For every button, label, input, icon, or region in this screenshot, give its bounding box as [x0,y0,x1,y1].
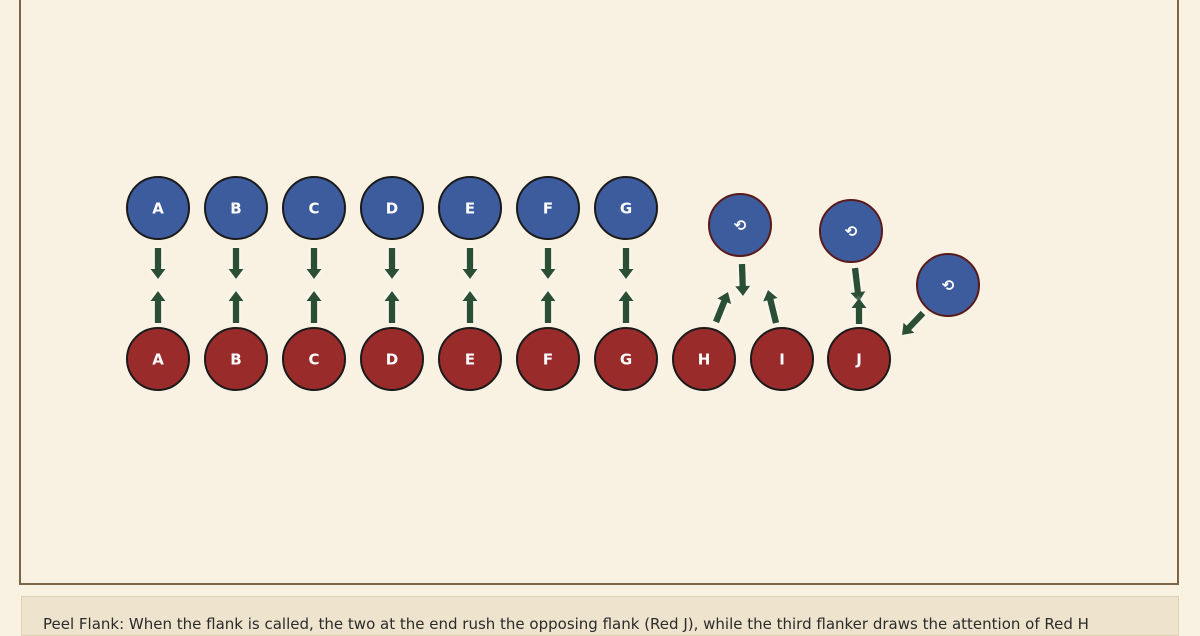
blue-player-d: D [360,176,424,240]
red-player-h-circle [672,327,736,391]
blue-player-b-label: B [230,200,241,218]
blue-push-arrow-c [306,248,322,279]
blue-player-f-circle [516,176,580,240]
red-player-a: A [126,327,190,391]
red-push-arrow-d [384,291,400,323]
flanker-2-arrow [850,267,866,302]
blue-player-a: A [126,176,190,240]
blue-player-e-label: E [465,200,475,218]
red-player-g-label: G [620,351,632,369]
red-push-arrow-e [462,291,478,323]
red-player-f: F [516,327,580,391]
blue-player-e: E [438,176,502,240]
red-player-i-label: I [779,351,785,369]
red-player-e-circle [438,327,502,391]
blue-player-b-circle [204,176,268,240]
blue-player-f-label: F [543,200,553,218]
red-player-f-circle [516,327,580,391]
red-player-f-label: F [543,351,553,369]
flanker-1-label: ⟲ [734,217,747,235]
peel-flank-diagram: A B C D E F G A B C D E F G H I J ⟲ ⟲ ⟲ [126,176,980,391]
red-push-arrow-b [228,291,244,323]
red-i-arrow [763,290,780,324]
red-player-d-circle [360,327,424,391]
blue-player-c-label: C [308,200,319,218]
blue-player-b: B [204,176,268,240]
red-player-g: G [594,327,658,391]
red-player-j-circle [827,327,891,391]
red-push-arrow-c [306,291,322,323]
blue-player-f: F [516,176,580,240]
flanker-3-label: ⟲ [942,277,955,295]
flanker-1-arrow [735,263,751,296]
blue-player-c: C [282,176,346,240]
red-player-g-circle [594,327,658,391]
red-player-b-label: B [230,351,241,369]
flanker-1-circle [708,193,772,257]
blue-player-a-circle [126,176,190,240]
red-player-a-circle [126,327,190,391]
blue-player-d-circle [360,176,424,240]
diagram-caption: Peel Flank: When the flank is called, th… [21,596,1179,636]
blue-player-e-circle [438,176,502,240]
blue-player-g-circle [594,176,658,240]
red-player-e-label: E [465,351,475,369]
red-player-c-label: C [308,351,319,369]
blue-push-arrow-e [462,248,478,279]
diagram-board: A B C D E F G A B C D E F G H I J ⟲ ⟲ ⟲ [19,0,1179,585]
red-player-j-label: J [855,351,862,369]
blue-push-arrow-b [228,248,244,279]
red-player-h: H [672,327,736,391]
red-player-i: I [750,327,814,391]
blue-player-g: G [594,176,658,240]
red-player-b: B [204,327,268,391]
flanker-2-label: ⟲ [845,223,858,241]
blue-push-arrow-f [540,248,556,279]
red-player-i-circle [750,327,814,391]
red-player-j: J [827,327,891,391]
red-player-e: E [438,327,502,391]
red-push-arrow-g [618,291,634,323]
red-player-b-circle [204,327,268,391]
flanker-1: ⟲ [708,193,772,257]
flanker-3-circle [916,253,980,317]
blue-push-arrow-d [384,248,400,279]
flanker-2-circle [819,199,883,263]
red-h-arrow [713,292,732,324]
red-player-a-label: A [152,351,164,369]
blue-player-d-label: D [386,200,398,218]
red-player-c-circle [282,327,346,391]
blue-push-arrow-a [150,248,166,279]
red-player-d-label: D [386,351,398,369]
flanker-2: ⟲ [819,199,883,263]
blue-player-a-label: A [152,200,164,218]
caption-text: Peel Flank: When the flank is called, th… [43,615,1089,633]
blue-player-g-label: G [620,200,632,218]
red-player-h-label: H [698,351,711,369]
blue-push-arrow-g [618,248,634,279]
red-push-arrow-f [540,291,556,323]
red-j-arrow [851,298,867,324]
red-player-d: D [360,327,424,391]
red-player-c: C [282,327,346,391]
flanker-3: ⟲ [916,253,980,317]
blue-player-c-circle [282,176,346,240]
flanker-3-arrow [902,310,926,335]
red-push-arrow-a [150,291,166,323]
